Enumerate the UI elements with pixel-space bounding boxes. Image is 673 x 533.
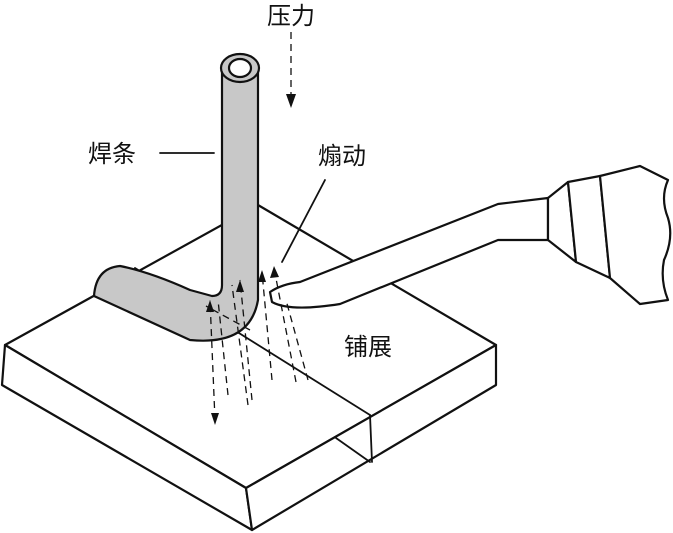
- pressure-arrowhead: [286, 94, 296, 108]
- flame-arrows: [205, 266, 309, 425]
- torch-grip: [598, 164, 672, 306]
- heat-line-2: [217, 299, 229, 396]
- label-spreading: 铺展: [344, 333, 392, 361]
- heat-line-5: [261, 271, 273, 381]
- heat-arrowhead-1: [206, 300, 214, 312]
- heat-arrowhead-4: [258, 270, 266, 282]
- label-fanning: 煽动: [318, 142, 366, 170]
- label-pressure: 压力: [267, 2, 315, 30]
- weld-groove-edge: [369, 414, 373, 463]
- welding-rod: [92, 52, 261, 342]
- rod-top-hole: [227, 57, 253, 79]
- gas-torch: [268, 164, 672, 309]
- heat-line-4: [239, 279, 253, 401]
- heat-arrowhead-2: [211, 413, 219, 425]
- heat-line-1: [209, 299, 216, 421]
- fan-leader-line: [281, 179, 326, 263]
- heat-arrowhead-5: [270, 266, 279, 278]
- rod-body: [92, 70, 260, 342]
- heat-line-7: [285, 299, 309, 381]
- label-welding-rod: 焊条: [88, 140, 136, 168]
- torch-nozzle: [268, 196, 550, 309]
- heat-line-3: [231, 284, 249, 406]
- heat-line-6: [273, 267, 297, 383]
- heat-arrowhead-3: [236, 280, 244, 292]
- weld-groove-edge-2: [335, 437, 371, 463]
- pressure-arrow: [286, 32, 296, 108]
